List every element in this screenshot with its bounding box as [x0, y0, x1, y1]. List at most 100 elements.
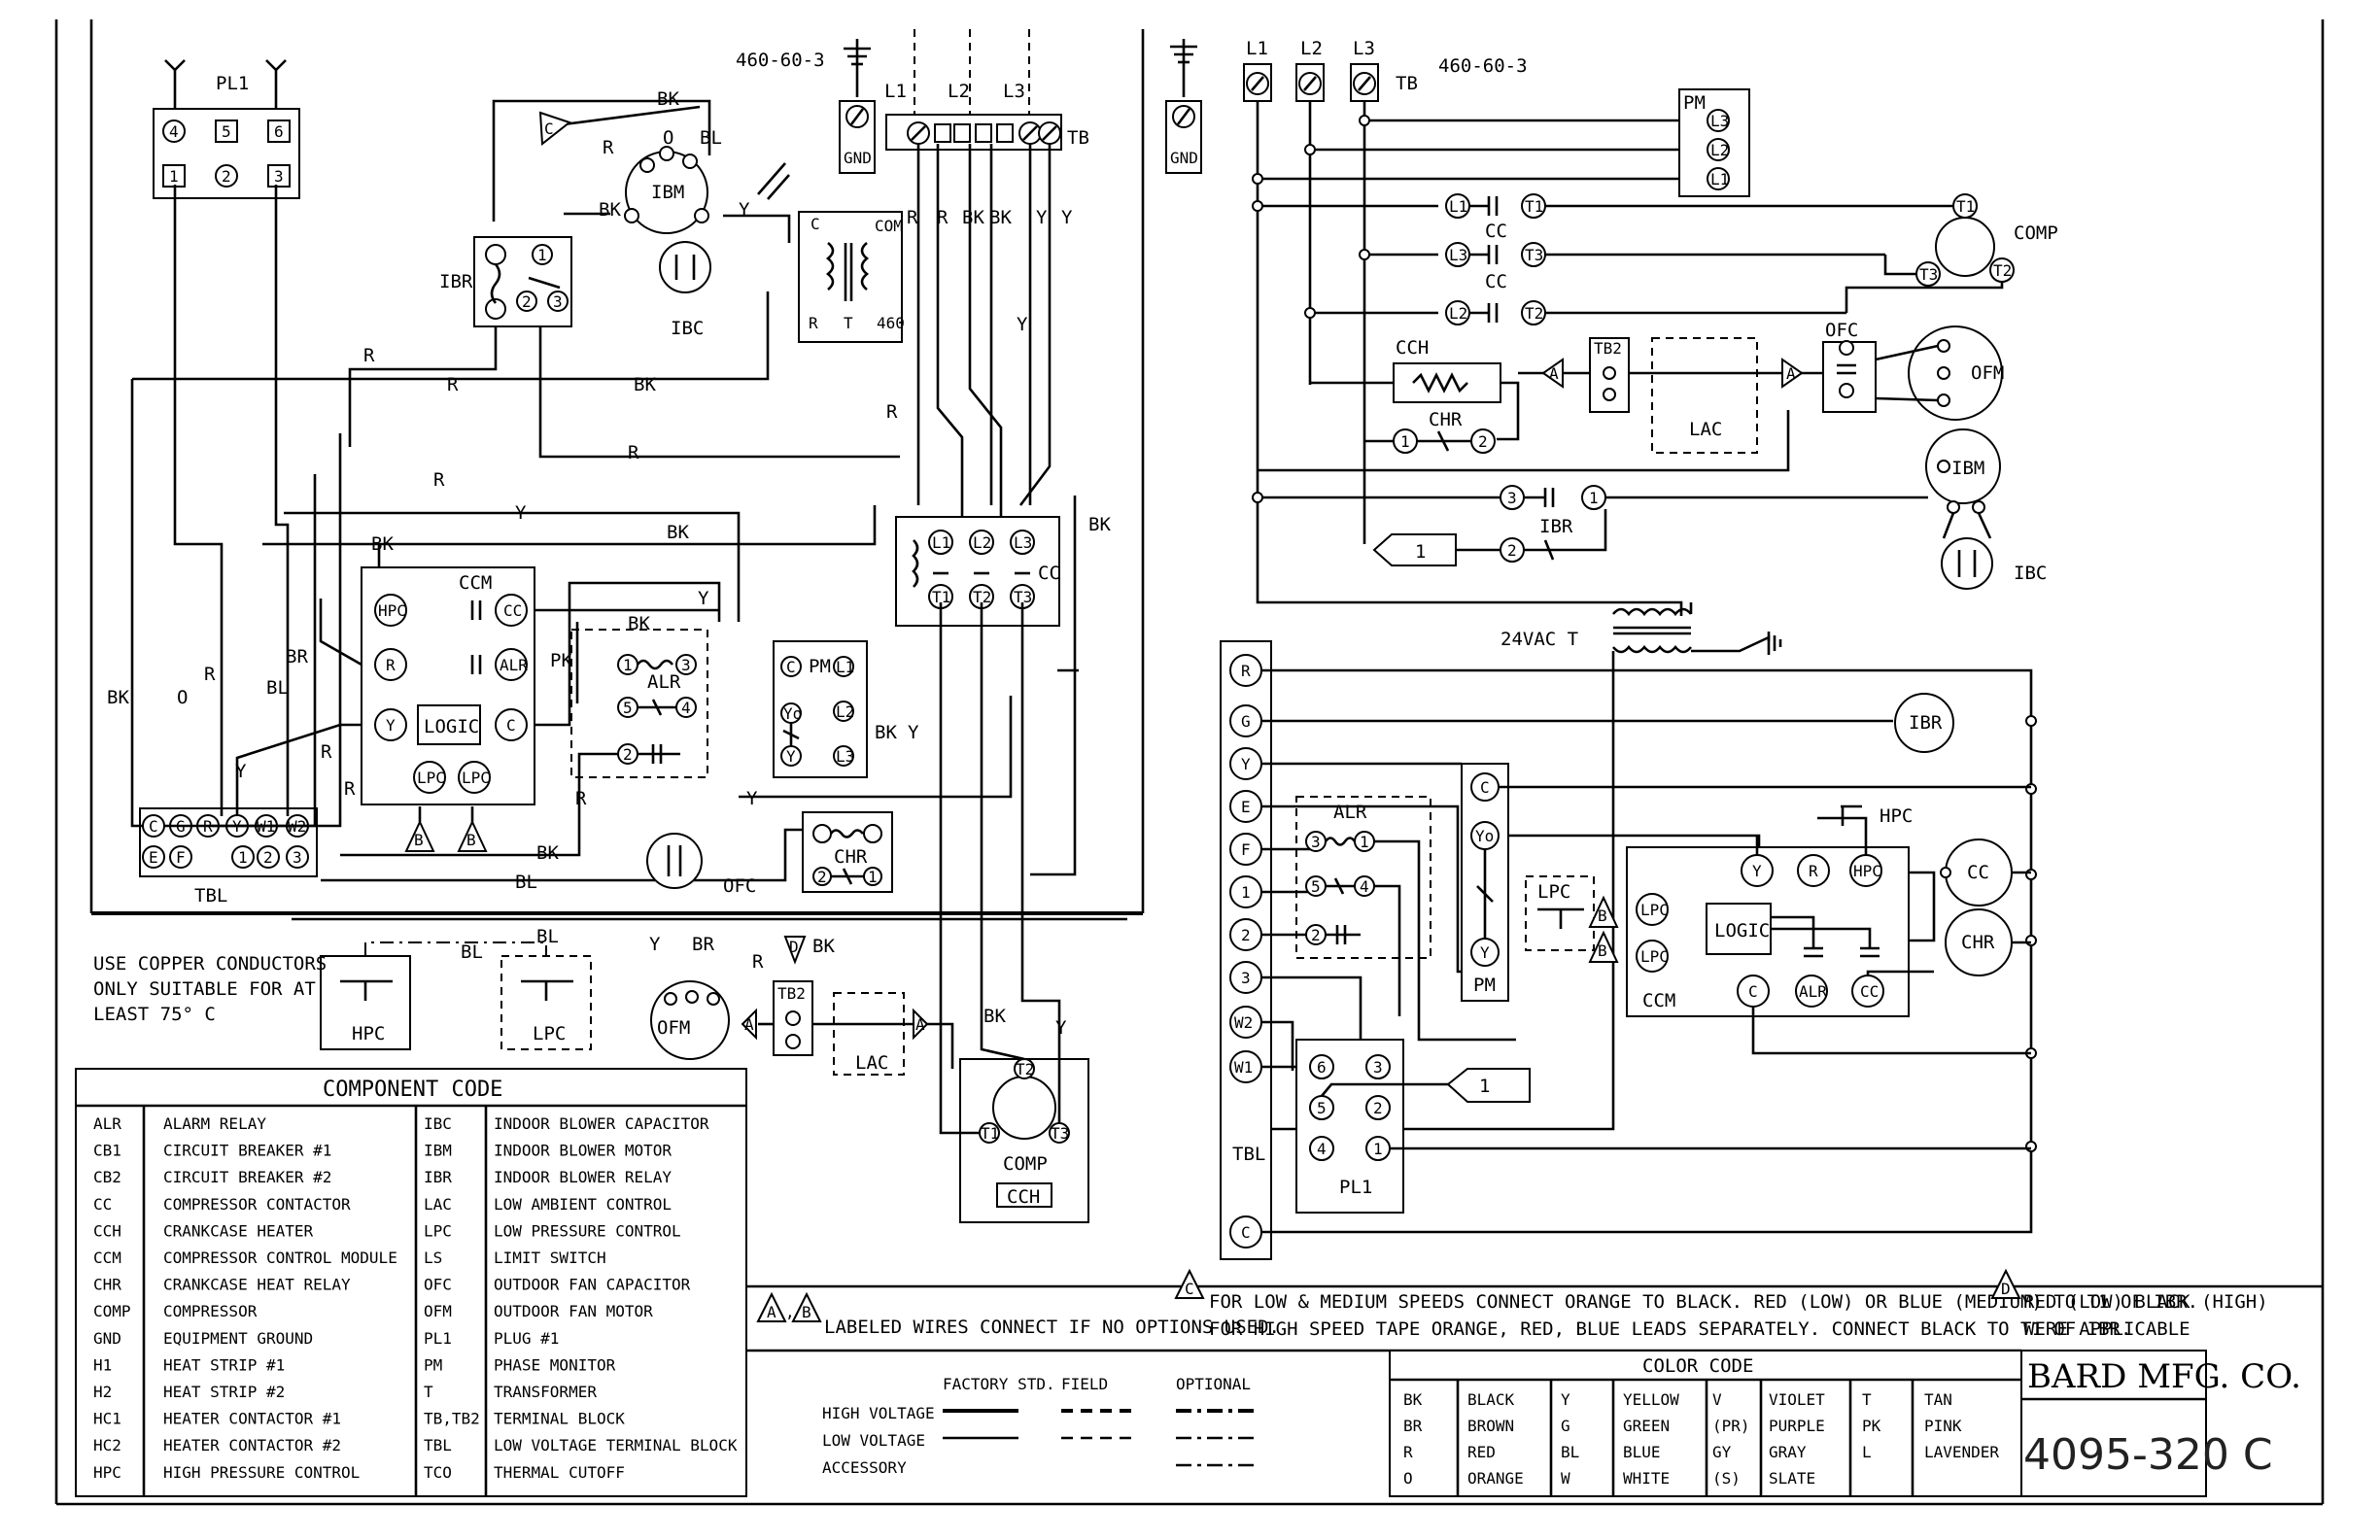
component-code-cell: CCM	[93, 1249, 121, 1267]
svg-text:Y: Y	[1017, 314, 1028, 335]
svg-text:ACCESSORY: ACCESSORY	[822, 1458, 907, 1477]
svg-text:C: C	[1185, 1280, 1194, 1298]
svg-text:B: B	[1598, 907, 1607, 925]
svg-text:R: R	[886, 401, 898, 423]
svg-text:ALR: ALR	[500, 656, 528, 674]
svg-text:TB: TB	[1396, 73, 1418, 94]
svg-text:R: R	[344, 778, 356, 800]
left-pl1: PL1 4 5 6 1 2 3	[153, 59, 300, 199]
svg-text:T3: T3	[1525, 246, 1543, 264]
component-code-cell: ALR	[93, 1114, 121, 1133]
svg-text:Y: Y	[1061, 207, 1073, 228]
svg-text:BK: BK	[989, 207, 1012, 228]
svg-text:3: 3	[1507, 489, 1517, 507]
component-code-cell: HEAT STRIP #1	[163, 1355, 285, 1374]
svg-text:LPC: LPC	[533, 1023, 566, 1044]
right-alr: ALR 3 1 5 4 2	[1295, 796, 1516, 1042]
component-code-cell: CHR	[93, 1276, 121, 1294]
flag-a-icon	[741, 1008, 757, 1041]
svg-text:460-60-3: 460-60-3	[1438, 55, 1528, 77]
svg-text:1: 1	[1241, 883, 1251, 902]
svg-text:BK: BK	[536, 842, 559, 864]
svg-text:L3: L3	[836, 747, 854, 766]
component-code-cell: OFC	[424, 1276, 452, 1294]
component-code-cell: H1	[93, 1355, 112, 1374]
left-ibm: IBM IBC O BL R BK Y BK C	[492, 88, 791, 339]
svg-text:2: 2	[1478, 432, 1488, 451]
svg-text:IBC: IBC	[671, 318, 704, 339]
svg-text:2: 2	[817, 868, 827, 886]
right-cc-chr: CC CHR	[1940, 838, 2031, 976]
svg-text:TB2: TB2	[1594, 339, 1622, 358]
frame	[54, 19, 2325, 1506]
svg-text:LPC: LPC	[417, 769, 445, 787]
color-code-cell: SLATE	[1769, 1469, 1815, 1488]
svg-text:OPTIONAL: OPTIONAL	[1176, 1375, 1251, 1393]
svg-text:OFM: OFM	[1971, 362, 2004, 384]
svg-text:1: 1	[1589, 489, 1599, 507]
svg-text:T1: T1	[1956, 197, 1975, 216]
svg-text:BK: BK	[657, 88, 679, 110]
svg-text:6: 6	[274, 122, 284, 141]
svg-text:Y: Y	[739, 199, 750, 221]
svg-text:C: C	[1241, 1223, 1251, 1242]
svg-text:3: 3	[274, 167, 284, 186]
svg-text:R: R	[937, 207, 949, 228]
svg-text:HPC: HPC	[378, 601, 406, 620]
component-code-cell: INDOOR BLOWER RELAY	[494, 1168, 672, 1186]
svg-text:4: 4	[1360, 877, 1369, 896]
component-code-cell: CRANKCASE HEAT RELAY	[163, 1276, 351, 1294]
left-tbl: C G R Y W1 W2 E F 1 2 3 TBL	[139, 807, 318, 907]
svg-text:Y: Y	[746, 788, 758, 809]
svg-text:ALR: ALR	[647, 671, 681, 693]
svg-text:BK: BK	[371, 533, 394, 555]
svg-text:B: B	[1598, 941, 1607, 960]
svg-text:1: 1	[1415, 541, 1426, 563]
color-code-cell: T	[1862, 1390, 1872, 1409]
svg-text:B: B	[466, 831, 476, 849]
svg-text:3: 3	[1311, 833, 1321, 851]
component-code-cell: TCO	[424, 1463, 452, 1482]
note-ab: LABELED WIRES CONNECT IF NO OPTIONS USED…	[824, 1317, 1280, 1338]
component-code-cell: LAC	[424, 1195, 452, 1214]
flag-b-icon	[404, 819, 435, 852]
component-code-cell: CIRCUIT BREAKER #2	[163, 1168, 331, 1186]
component-code-cell: HEAT STRIP #2	[163, 1383, 285, 1401]
left-supply: 460-60-3 L1 L2 L3 TB GND	[736, 29, 1089, 174]
svg-text:2: 2	[623, 745, 633, 764]
svg-text:TB2: TB2	[777, 984, 806, 1003]
right-lpc: LPC B B	[1525, 875, 1619, 963]
left-pm: C PM L1 Yo L2 Y L3 BK Y	[773, 640, 919, 778]
svg-text:O: O	[663, 127, 673, 149]
component-code-cell: GND	[93, 1329, 121, 1348]
component-code-cell: HPC	[93, 1463, 121, 1482]
svg-text:B: B	[414, 831, 424, 849]
svg-text:HPC: HPC	[352, 1023, 385, 1044]
svg-text:IBR: IBR	[1909, 712, 1943, 734]
component-code-cell: CIRCUIT BREAKER #1	[163, 1142, 331, 1160]
left-ofm: OFM Y BR R BK D A TB2 LAC A	[649, 934, 954, 1076]
svg-text:5: 5	[1311, 877, 1321, 896]
svg-text:BL: BL	[461, 941, 483, 963]
svg-text:R: R	[575, 788, 587, 809]
svg-text:D: D	[789, 938, 799, 956]
svg-text:4: 4	[1317, 1140, 1327, 1158]
component-code-cell: COMPRESSOR CONTROL MODULE	[163, 1249, 397, 1267]
flag-c-icon	[538, 111, 572, 146]
color-code-cell: BLUE	[1623, 1443, 1661, 1461]
svg-text:HPC: HPC	[1880, 805, 1913, 827]
component-code-cell: CRANKCASE HEATER	[163, 1221, 313, 1240]
svg-text:FIELD: FIELD	[1061, 1375, 1108, 1393]
svg-text:1: 1	[623, 656, 633, 674]
svg-text:R: R	[1809, 862, 1818, 880]
svg-text:CHR: CHR	[1961, 932, 1995, 953]
component-code-cell: IBR	[424, 1168, 452, 1186]
svg-text:CHR: CHR	[1429, 409, 1463, 430]
svg-text:BK: BK	[634, 374, 656, 395]
svg-text:A: A	[744, 1015, 754, 1034]
svg-text:R: R	[321, 741, 332, 763]
svg-text:A: A	[767, 1303, 776, 1321]
svg-text:R: R	[363, 345, 375, 366]
component-code-cell: CB2	[93, 1168, 121, 1186]
